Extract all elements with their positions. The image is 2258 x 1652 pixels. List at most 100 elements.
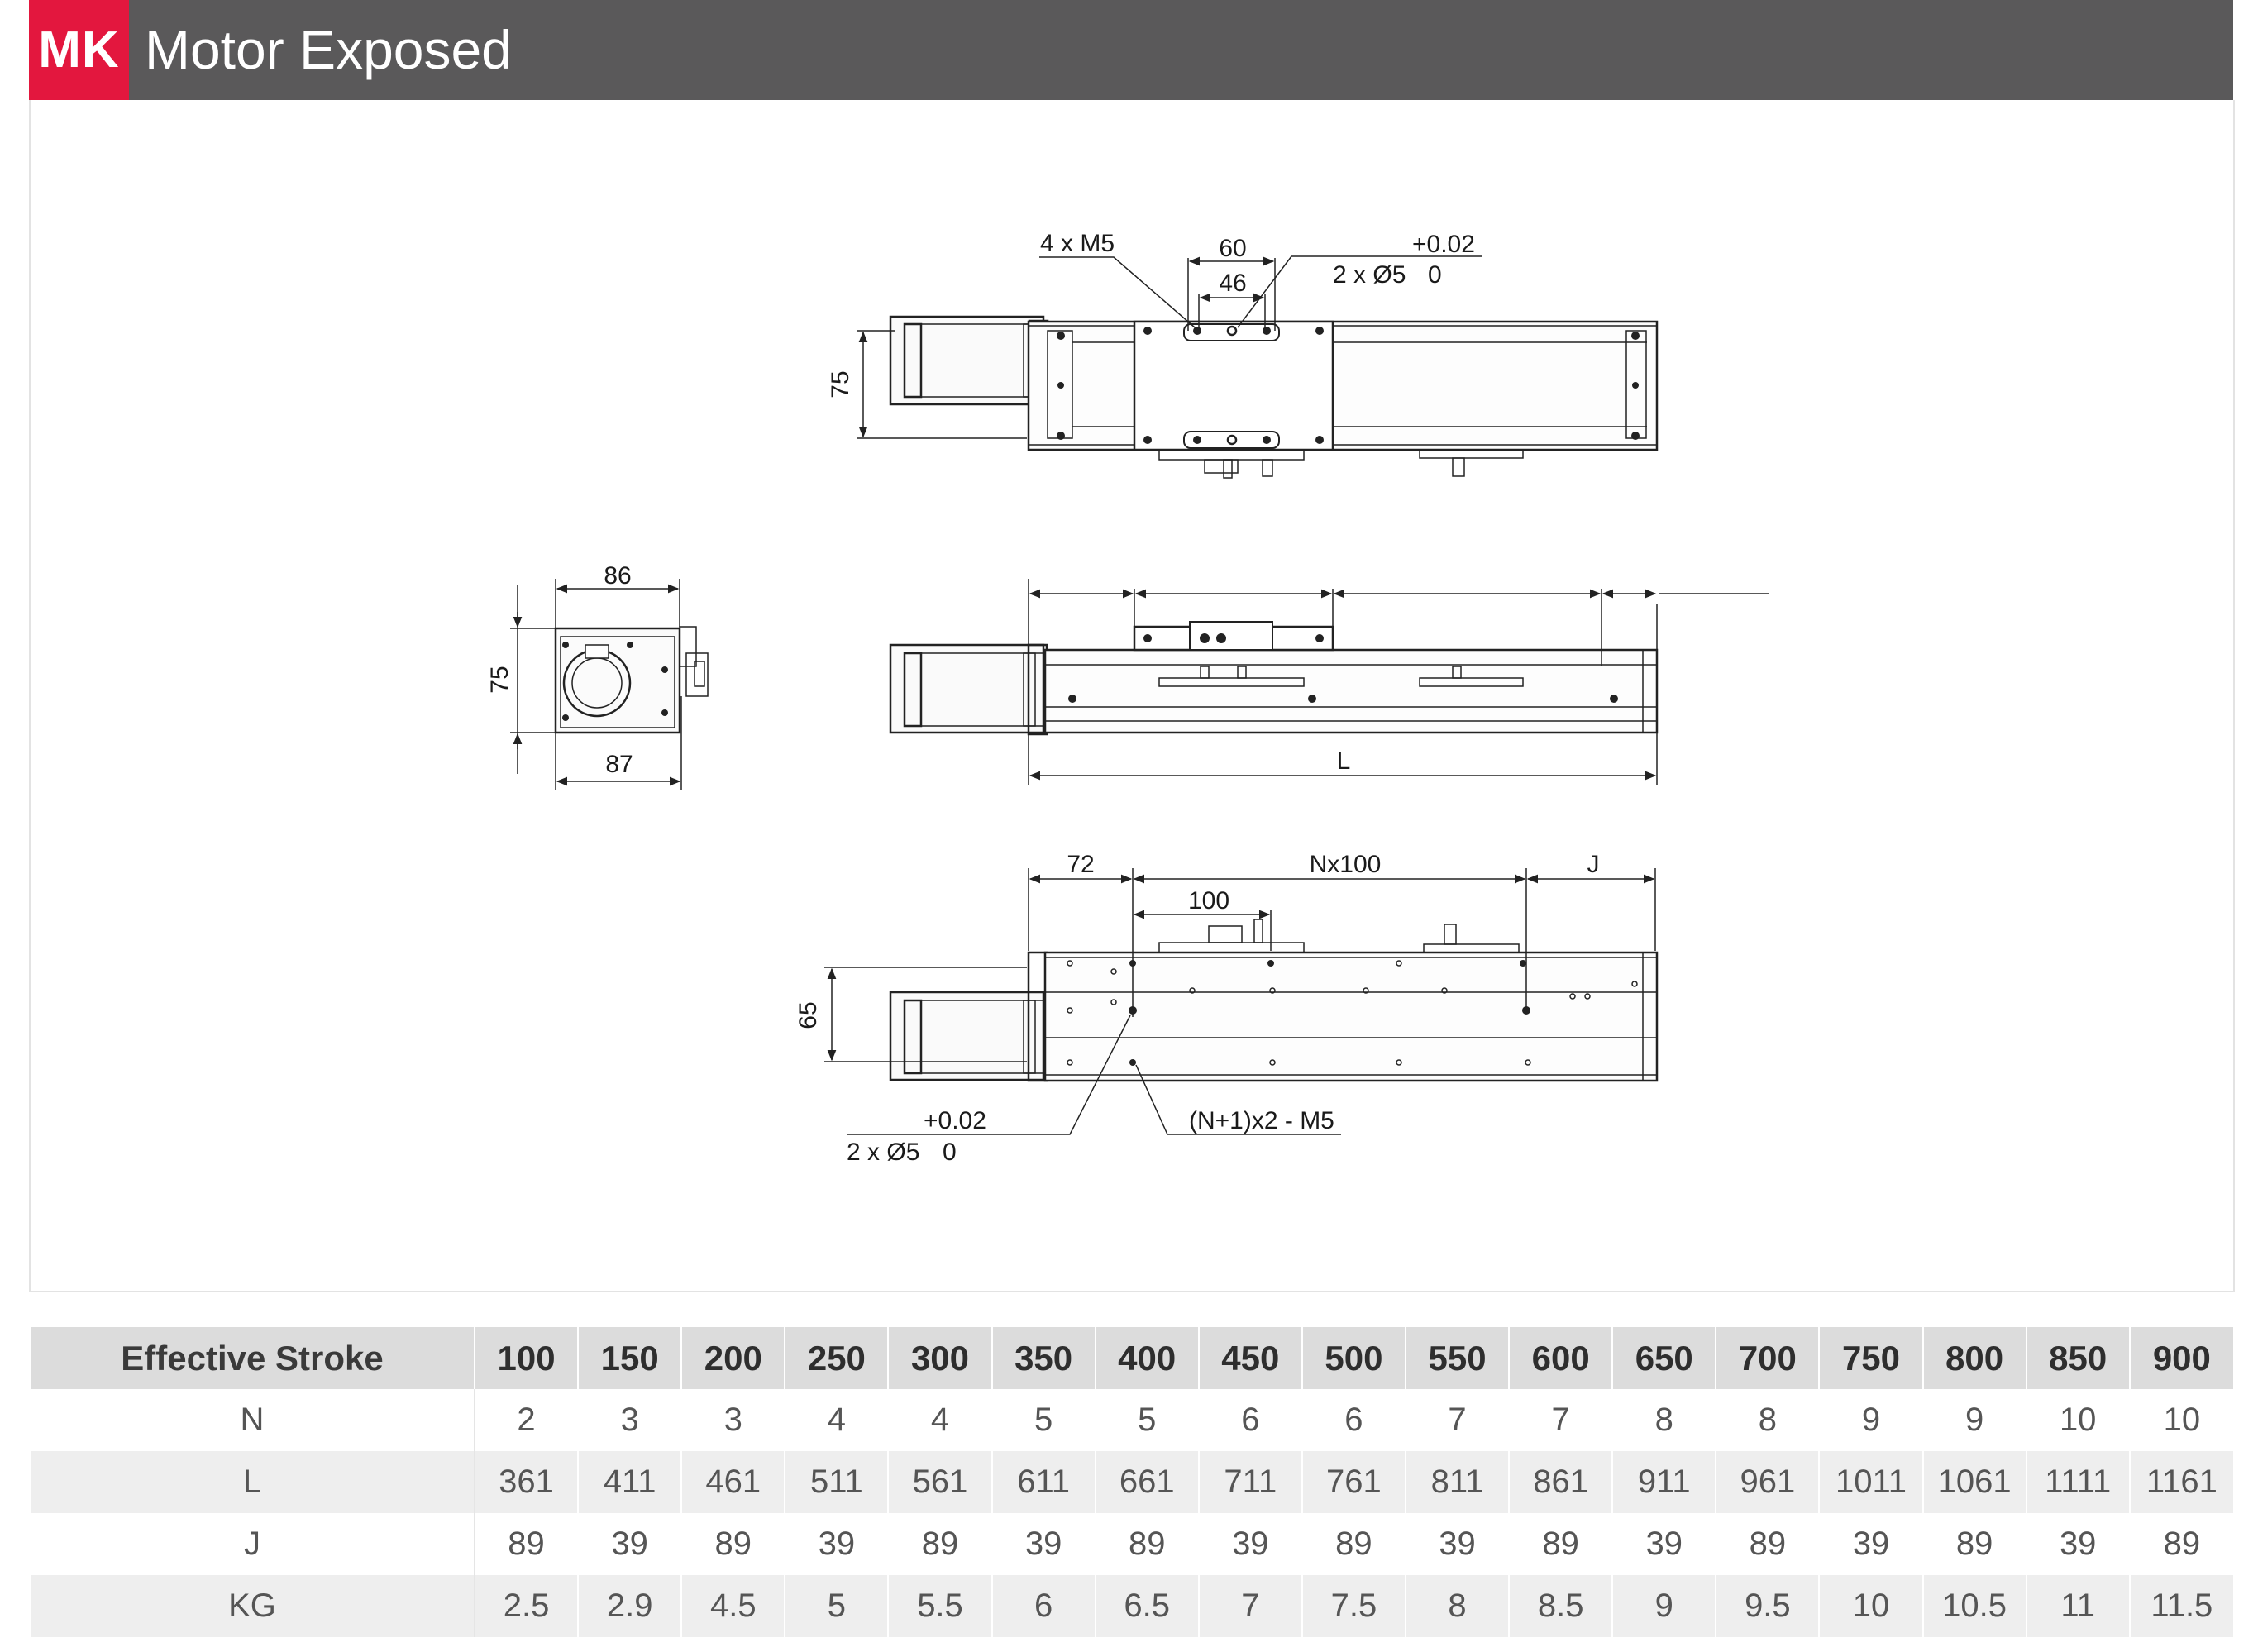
- table-cell: 39: [784, 1513, 889, 1575]
- stroke-spec-table: Effective Stroke 100 150 200 250 300 350…: [29, 1327, 2233, 1637]
- table-cell: 1161: [2128, 1451, 2233, 1513]
- technical-drawing: 4 x M5 60 46 +0.02 2 x Ø5 0 75: [486, 230, 1769, 1166]
- table-cell: 39: [577, 1513, 682, 1575]
- table-cell: 89: [680, 1513, 785, 1575]
- table-cell: 11.5: [2128, 1575, 2233, 1637]
- stroke-header-cell: 200: [680, 1327, 785, 1389]
- table-cell: 461: [680, 1451, 785, 1513]
- table-cell: 10: [2128, 1389, 2233, 1451]
- table-cell: 39: [1404, 1513, 1510, 1575]
- top-holes-label: 4 x M5: [1040, 230, 1115, 257]
- table-cell: 961: [1715, 1451, 1820, 1513]
- table-cell: 5: [784, 1575, 889, 1637]
- table-cell: 39: [2025, 1513, 2130, 1575]
- top-tolerance-upper: +0.02: [1412, 231, 1475, 258]
- table-cell: 1111: [2025, 1451, 2130, 1513]
- stroke-header-cell: 750: [1818, 1327, 1923, 1389]
- table-cell: 4: [784, 1389, 889, 1451]
- bottom-height-dim: 65: [795, 1001, 822, 1029]
- table-cell: 9.5: [1715, 1575, 1820, 1637]
- table-cell: 89: [473, 1513, 579, 1575]
- table-cell: 39: [1818, 1513, 1923, 1575]
- side-length-dim: L: [1337, 747, 1351, 775]
- table-cell: 4: [887, 1389, 992, 1451]
- top-pin-label: 2 x Ø5: [1333, 261, 1406, 289]
- table-cell: 5: [1094, 1389, 1199, 1451]
- bottom-pin-label: 2 x Ø5: [847, 1139, 919, 1166]
- table-cell: 10.5: [1921, 1575, 2026, 1637]
- table-cell: 7.5: [1301, 1575, 1406, 1637]
- table-cell: 10: [2025, 1389, 2130, 1451]
- table-cell: 89: [1921, 1513, 2026, 1575]
- table-cell: 911: [1611, 1451, 1716, 1513]
- table-cell: 8: [1611, 1389, 1716, 1451]
- table-cell: 11: [2025, 1575, 2130, 1637]
- table-cell: 89: [1094, 1513, 1199, 1575]
- side-view: L: [889, 579, 1769, 785]
- technical-drawing-panel: 4 x M5 60 46 +0.02 2 x Ø5 0 75: [29, 100, 2235, 1292]
- row-label: KG: [29, 1575, 475, 1637]
- stroke-header-cell: 500: [1301, 1327, 1406, 1389]
- row-label: J: [29, 1513, 475, 1575]
- end-width-bottom-dim: 87: [605, 751, 633, 778]
- stroke-header-cell: 800: [1921, 1327, 2026, 1389]
- table-cell: 511: [784, 1451, 889, 1513]
- table-cell: 6.5: [1094, 1575, 1199, 1637]
- table-cell: 811: [1404, 1451, 1510, 1513]
- stroke-header-label: Effective Stroke: [29, 1327, 475, 1389]
- end-height-dim: 75: [486, 666, 513, 693]
- table-cell: 661: [1094, 1451, 1199, 1513]
- bottom-dim-100: 100: [1188, 887, 1229, 914]
- stroke-header-cell: 700: [1715, 1327, 1820, 1389]
- table-cell: 9: [1818, 1389, 1923, 1451]
- bottom-end-dim-j: J: [1587, 851, 1600, 878]
- stroke-header-cell: 850: [2025, 1327, 2130, 1389]
- table-cell: 89: [1301, 1513, 1406, 1575]
- table-cell: 611: [991, 1451, 1096, 1513]
- table-cell: 761: [1301, 1451, 1406, 1513]
- bottom-tolerance-upper: +0.02: [924, 1107, 986, 1134]
- bottom-pitch-dim: Nx100: [1310, 851, 1382, 878]
- section-title: Motor Exposed: [145, 19, 512, 80]
- table-cell: 7: [1197, 1575, 1302, 1637]
- stroke-header-cell: 150: [577, 1327, 682, 1389]
- stroke-header-cell: 400: [1094, 1327, 1199, 1389]
- table-cell: 7: [1508, 1389, 1613, 1451]
- table-cell: 8: [1715, 1389, 1820, 1451]
- bottom-tolerance-lower: 0: [943, 1139, 957, 1166]
- table-cell: 6: [991, 1575, 1096, 1637]
- table-cell: 39: [991, 1513, 1096, 1575]
- table-cell: 411: [577, 1451, 682, 1513]
- stroke-header-cell: 450: [1197, 1327, 1302, 1389]
- table-cell: 89: [1508, 1513, 1613, 1575]
- stroke-header-cell: 300: [887, 1327, 992, 1389]
- table-cell: 39: [1611, 1513, 1716, 1575]
- top-view: 4 x M5 60 46 +0.02 2 x Ø5 0 75: [827, 230, 1659, 479]
- table-cell: 561: [887, 1451, 992, 1513]
- stroke-header-cell: 600: [1508, 1327, 1613, 1389]
- top-dim-46: 46: [1219, 270, 1246, 297]
- top-tolerance-lower: 0: [1428, 261, 1442, 289]
- table-cell: 9: [1921, 1389, 2026, 1451]
- table-cell: 1011: [1818, 1451, 1923, 1513]
- table-cell: 861: [1508, 1451, 1613, 1513]
- table-cell: 89: [1715, 1513, 1820, 1575]
- model-code-badge: MK: [29, 0, 129, 100]
- section-header: MK Motor Exposed: [29, 0, 2233, 100]
- top-height-dim: 75: [827, 370, 854, 398]
- table-cell: 1061: [1921, 1451, 2026, 1513]
- table-cell: 711: [1197, 1451, 1302, 1513]
- table-cell: 89: [2128, 1513, 2233, 1575]
- table-cell: 2.5: [473, 1575, 579, 1637]
- table-cell: 2: [473, 1389, 579, 1451]
- table-cell: 9: [1611, 1575, 1716, 1637]
- bottom-view: 72 Nx100 J 100 65 +0.02 2 x Ø5 0 (N+1)x2…: [795, 851, 1659, 1166]
- table-cell: 5: [991, 1389, 1096, 1451]
- table-cell: 361: [473, 1451, 579, 1513]
- table-cell: 2.9: [577, 1575, 682, 1637]
- end-view: 86 87 75: [486, 562, 709, 790]
- table-cell: 3: [577, 1389, 682, 1451]
